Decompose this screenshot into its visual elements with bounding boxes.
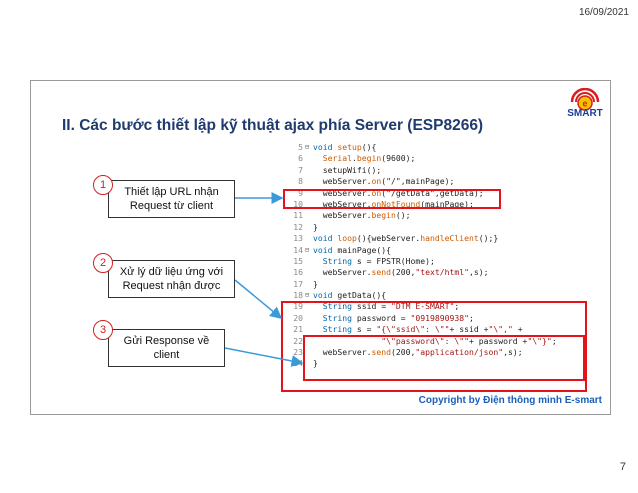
- code-text: webServer.send(200,"text/html",s);: [313, 267, 489, 278]
- code-line: 10 webServer.onNotFound(mainPage);: [283, 199, 583, 210]
- code-line: 18⊟void getData(){: [283, 290, 583, 301]
- fold-marker: ⊟: [305, 143, 310, 151]
- code-line: 13 void loop(){webServer.handleClient();}: [283, 233, 583, 244]
- callout-1-line2: Request từ client: [129, 200, 214, 212]
- code-line: 14⊟void mainPage(){: [283, 245, 583, 256]
- callout-badge-1: 1: [93, 175, 113, 195]
- code-line: 23 webServer.send(200,"application/json"…: [283, 347, 583, 358]
- code-text: }: [313, 221, 318, 232]
- line-number: 14: [293, 244, 303, 255]
- code-line: 11 webServer.begin();: [283, 210, 583, 221]
- svg-text:e: e: [582, 99, 587, 109]
- line-number: 23: [293, 347, 303, 358]
- code-line: 8 webServer.on("/",mainPage);: [283, 176, 583, 187]
- code-line: 17}: [283, 279, 583, 290]
- copyright-text: Copyright by Điện thông minh E-smart: [418, 395, 602, 406]
- code-line: 22 "\"password\": \""+ password +"\"}";: [283, 336, 583, 347]
- line-number: 20: [293, 312, 303, 323]
- code-text: void setup(){: [313, 142, 377, 152]
- callout-1-line1: Thiết lập URL nhận: [124, 186, 219, 198]
- code-text: String password = "0919890938";: [322, 312, 474, 323]
- code-text: String ssid = "DTM E-SMART";: [322, 301, 460, 312]
- line-number: 16: [293, 267, 303, 278]
- code-text: webServer.begin();: [313, 210, 411, 221]
- code-line: 5⊟void setup(){: [283, 142, 583, 153]
- line-number: 9: [298, 187, 303, 198]
- code-text: Serial.begin(9600);: [322, 153, 416, 164]
- code-text: String s = "{\"ssid\": \""+ ssid +"\"," …: [322, 324, 523, 335]
- code-line: 20 String password = "0919890938";: [283, 313, 583, 324]
- line-number: 11: [293, 210, 303, 221]
- logo-text: SMART: [567, 108, 603, 119]
- slide-date: 16/09/2021: [578, 7, 629, 18]
- line-number: 10: [293, 198, 303, 209]
- code-line: 19 String ssid = "DTM E-SMART";: [283, 301, 583, 312]
- code-line: 7 setupWifi();: [283, 165, 583, 176]
- line-number: 6: [298, 153, 303, 164]
- code-text: webServer.send(200,"application/json",s)…: [313, 347, 523, 358]
- code-text: webServer.on("/",mainPage);: [313, 176, 455, 187]
- highlight-route-getdata: [283, 189, 501, 209]
- code-text: String s = FPSTR(Home);: [322, 255, 435, 266]
- code-line: 6 Serial.begin(9600);: [283, 153, 583, 164]
- line-number: 8: [298, 176, 303, 187]
- line-number: 5: [298, 142, 303, 152]
- line-number: 15: [293, 255, 303, 266]
- code-line: 21 String s = "{\"ssid\": \""+ ssid +"\"…: [283, 324, 583, 335]
- code-text: webServer.onNotFound(mainPage);: [313, 198, 474, 209]
- callout-3-line1: Gửi Response về: [123, 335, 210, 347]
- line-number: 7: [298, 164, 303, 175]
- line-number: 22: [293, 335, 303, 346]
- arrow-2: [234, 279, 283, 319]
- line-number: 21: [293, 324, 303, 335]
- code-line: 12}: [283, 222, 583, 233]
- code-text: webServer.on("/getData",getData);: [313, 187, 484, 198]
- callout-2-line2: Request nhận được: [122, 280, 221, 292]
- code-text: "\"password\": \""+ password +"\"}";: [381, 335, 557, 346]
- page-number: 7: [619, 461, 626, 473]
- line-number: 18: [293, 290, 303, 301]
- callout-box-3: Gửi Response về client: [108, 329, 225, 367]
- code-text: setupWifi();: [313, 164, 382, 175]
- callout-badge-3: 3: [93, 320, 113, 340]
- code-text: }: [313, 278, 318, 289]
- fold-marker: ⊟: [305, 291, 310, 300]
- code-line: 9 webServer.on("/getData",getData);: [283, 188, 583, 199]
- line-number: 17: [293, 278, 303, 289]
- highlight-response-send: [303, 335, 585, 381]
- arrow-3: [224, 347, 304, 367]
- line-number: 12: [293, 221, 303, 232]
- esmart-logo: e SMART: [564, 88, 606, 122]
- code-line: 16 webServer.send(200,"text/html",s);: [283, 267, 583, 278]
- code-text: void mainPage(){: [313, 244, 391, 255]
- code-editor: 5⊟void setup(){6 Serial.begin(9600);7 se…: [283, 142, 583, 370]
- line-number: 19: [293, 301, 303, 312]
- code-text: void loop(){webServer.handleClient();}: [313, 233, 499, 244]
- code-line: 15 String s = FPSTR(Home);: [283, 256, 583, 267]
- callout-3-line2: client: [153, 349, 180, 361]
- code-text: void getData(){: [313, 290, 387, 301]
- callout-badge-2: 2: [93, 253, 113, 273]
- fold-marker: ⊟: [305, 245, 310, 254]
- callout-2-line1: Xử lý dữ liệu ứng với: [119, 266, 224, 278]
- highlight-getdata-function: [281, 301, 587, 392]
- logo-bulb-icon: e: [570, 88, 600, 111]
- slide-title: II. Các bước thiết lập kỹ thuật ajax phí…: [62, 117, 484, 134]
- line-number: 13: [293, 233, 303, 244]
- code-text: }: [313, 358, 318, 369]
